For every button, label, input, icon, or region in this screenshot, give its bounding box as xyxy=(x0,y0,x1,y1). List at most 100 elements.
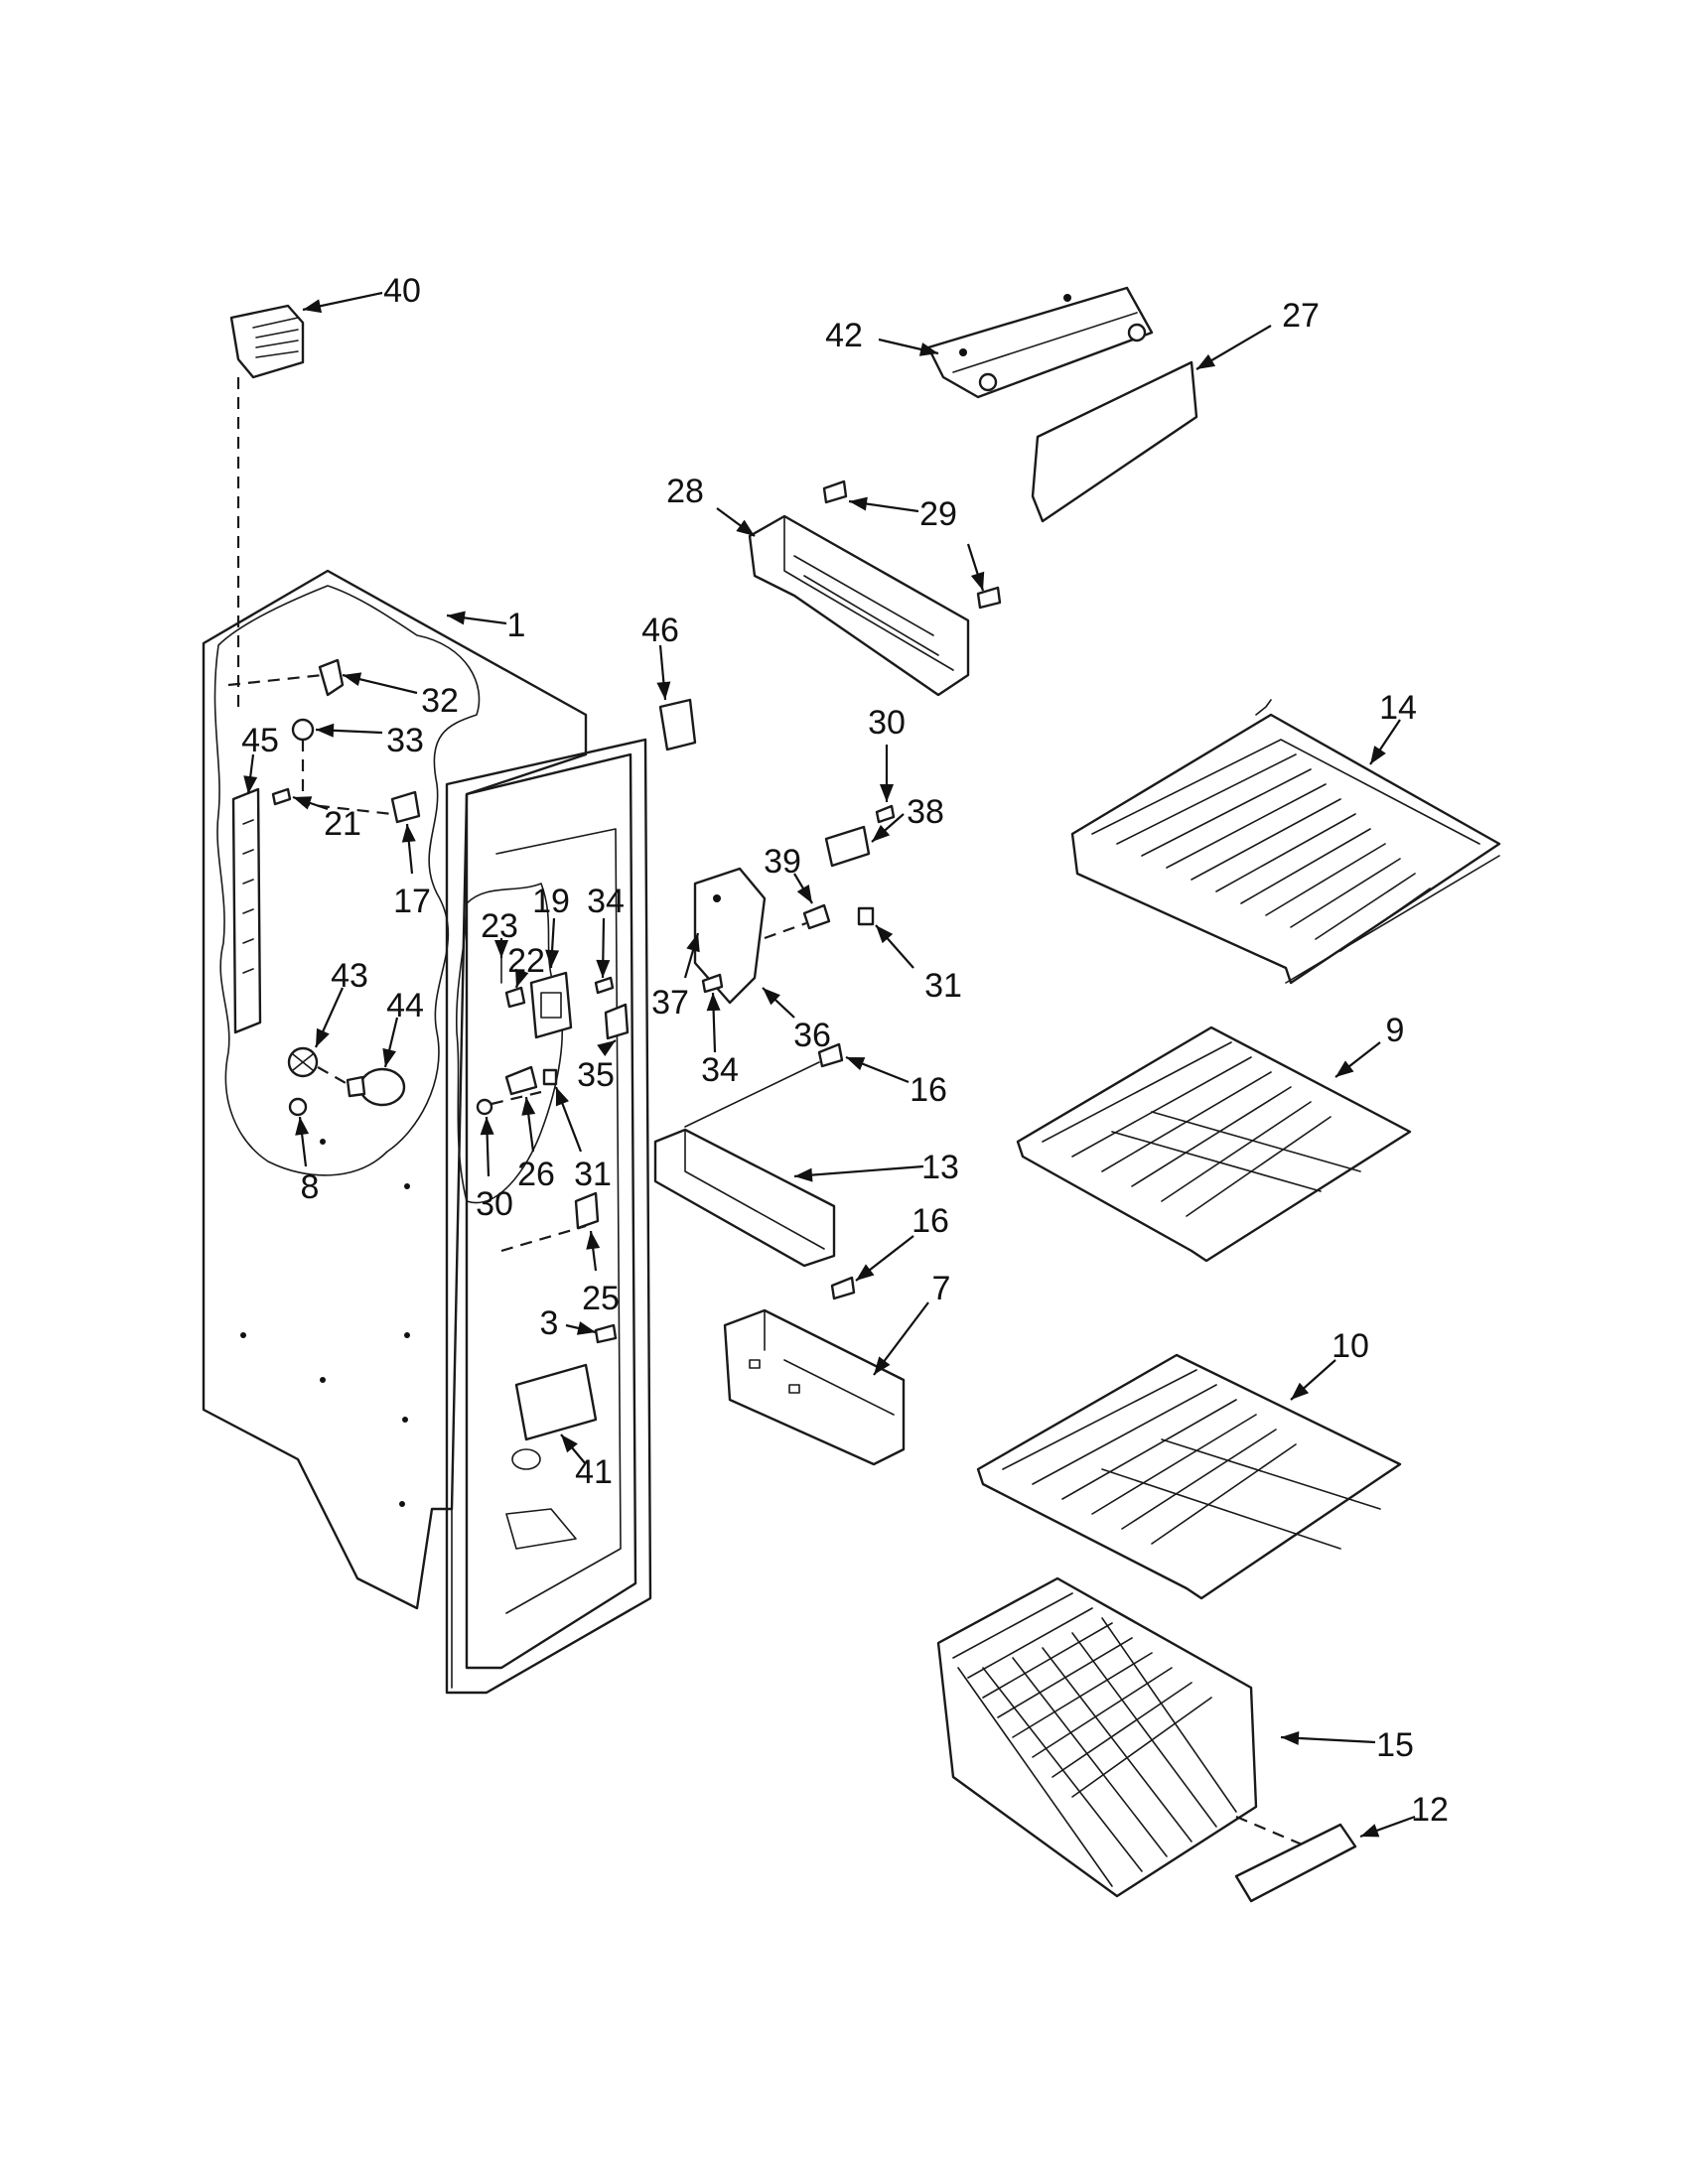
callout-arrow-c29-b xyxy=(966,543,985,592)
callout-arrow-c23 xyxy=(494,938,508,958)
callout-arrow-c36 xyxy=(762,987,795,1019)
screw-30-part xyxy=(476,1098,493,1116)
switch-25-part xyxy=(574,1191,600,1230)
callout-arrow-c35 xyxy=(597,1039,617,1057)
vent-cap-part xyxy=(229,304,305,379)
callout-label-c32: 32 xyxy=(421,682,459,720)
callout-arrow-c30a xyxy=(880,745,894,802)
callout-arrow-c39 xyxy=(793,873,813,904)
callout-label-c10: 10 xyxy=(1332,1327,1369,1365)
screw-16a-part xyxy=(817,1042,844,1068)
callout-arrow-c38 xyxy=(871,813,905,843)
trim-12-part xyxy=(1234,1823,1357,1903)
callout-label-c29: 29 xyxy=(919,495,957,533)
callout-arrow-c29 xyxy=(848,496,919,513)
leader-dash-33 xyxy=(301,740,393,816)
callout-label-c38: 38 xyxy=(907,793,944,831)
callout-arrow-c40 xyxy=(302,291,383,314)
knob-31-part xyxy=(542,1068,558,1086)
callout-arrow-c14 xyxy=(1369,719,1401,765)
cover-27-part xyxy=(1031,360,1198,523)
callout-arrow-c7 xyxy=(873,1301,929,1376)
callout-label-c26: 26 xyxy=(517,1156,555,1193)
basket-15-part xyxy=(936,1576,1258,1898)
screw-29b-part xyxy=(976,586,1002,610)
callout-label-c30a: 30 xyxy=(868,704,906,742)
callout-arrow-c34a xyxy=(596,917,611,979)
callout-arrow-c27 xyxy=(1195,325,1272,370)
knob-31c-part xyxy=(857,906,875,926)
leader-dash-30 xyxy=(491,1090,542,1106)
callout-label-c28: 28 xyxy=(666,473,704,510)
light-socket-part xyxy=(287,1046,319,1078)
callout-arrow-c12 xyxy=(1359,1815,1416,1839)
knob-39-part xyxy=(802,903,831,930)
callout-arrow-c33 xyxy=(315,723,383,738)
callout-arrow-c28 xyxy=(716,507,756,537)
callout-arrow-c8 xyxy=(295,1116,310,1167)
callout-label-c45: 45 xyxy=(241,722,279,759)
screw-8-part xyxy=(288,1097,308,1117)
sensor-part xyxy=(291,658,345,742)
callout-label-c16b: 16 xyxy=(912,1202,949,1240)
callout-label-c42: 42 xyxy=(825,317,863,354)
callout-arrow-c15 xyxy=(1280,1730,1376,1745)
bracket-26-part xyxy=(504,1065,538,1096)
screw-30b-part xyxy=(875,804,896,824)
callout-label-c34a: 34 xyxy=(587,883,625,920)
callout-label-c13: 13 xyxy=(921,1149,959,1186)
screw-34-part xyxy=(594,976,615,995)
rail-13-part xyxy=(653,1128,836,1268)
callout-label-c46: 46 xyxy=(641,612,679,649)
housing-28-part xyxy=(748,514,970,697)
callout-label-c44: 44 xyxy=(386,987,424,1024)
callout-label-c8: 8 xyxy=(301,1168,320,1206)
freezer-liner-part xyxy=(202,569,652,1695)
callout-arrow-c31b xyxy=(554,1086,583,1153)
callout-label-c37: 37 xyxy=(651,984,689,1022)
callout-arrow-c44 xyxy=(382,1017,399,1068)
callout-label-c12: 12 xyxy=(1411,1791,1449,1829)
callout-label-c3: 3 xyxy=(540,1304,559,1342)
callout-label-c27: 27 xyxy=(1282,297,1320,335)
callout-label-c17: 17 xyxy=(393,883,431,920)
clip-17-part xyxy=(390,790,421,824)
light-bulb-part xyxy=(346,1067,406,1107)
callout-label-c35: 35 xyxy=(577,1056,615,1094)
clip-22-part xyxy=(504,986,526,1009)
callout-label-c1: 1 xyxy=(507,607,526,644)
leader-dash-39 xyxy=(764,921,807,940)
callout-arrow-c9 xyxy=(1334,1041,1381,1078)
callout-arrow-c10 xyxy=(1290,1359,1336,1401)
callout-arrow-c19 xyxy=(545,917,560,969)
callout-label-c14: 14 xyxy=(1379,689,1417,727)
callout-arrow-c41 xyxy=(560,1433,587,1465)
callout-label-c16a: 16 xyxy=(910,1071,947,1109)
cover-36-part xyxy=(693,867,767,1005)
callout-label-c21: 21 xyxy=(324,805,361,843)
clip-46-part xyxy=(658,698,697,751)
bracket-vertical-part xyxy=(231,787,262,1034)
callout-label-c33: 33 xyxy=(386,722,424,759)
screw-29a-part xyxy=(822,479,848,504)
callout-arrow-c13 xyxy=(793,1164,924,1182)
callout-label-c31a: 31 xyxy=(924,967,962,1005)
callout-label-c34b: 34 xyxy=(701,1051,739,1089)
callout-arrow-c16b xyxy=(855,1235,914,1282)
shelf-10-part xyxy=(976,1353,1402,1600)
leader-dash-25 xyxy=(500,1224,587,1253)
callout-arrow-c17 xyxy=(401,823,416,875)
callout-label-c43: 43 xyxy=(331,957,368,995)
screw-16b-part xyxy=(830,1276,856,1300)
screw-34c-part xyxy=(701,973,724,994)
leader-line-16a xyxy=(684,1061,820,1128)
callout-arrow-c34b xyxy=(706,992,721,1053)
hinge-42-part xyxy=(926,286,1154,399)
callout-arrow-c3 xyxy=(565,1321,597,1335)
callout-label-c7: 7 xyxy=(932,1270,951,1307)
leader-dash-43 xyxy=(317,1066,349,1085)
callout-label-c31b: 31 xyxy=(574,1156,612,1193)
callout-label-c30b: 30 xyxy=(476,1185,513,1223)
